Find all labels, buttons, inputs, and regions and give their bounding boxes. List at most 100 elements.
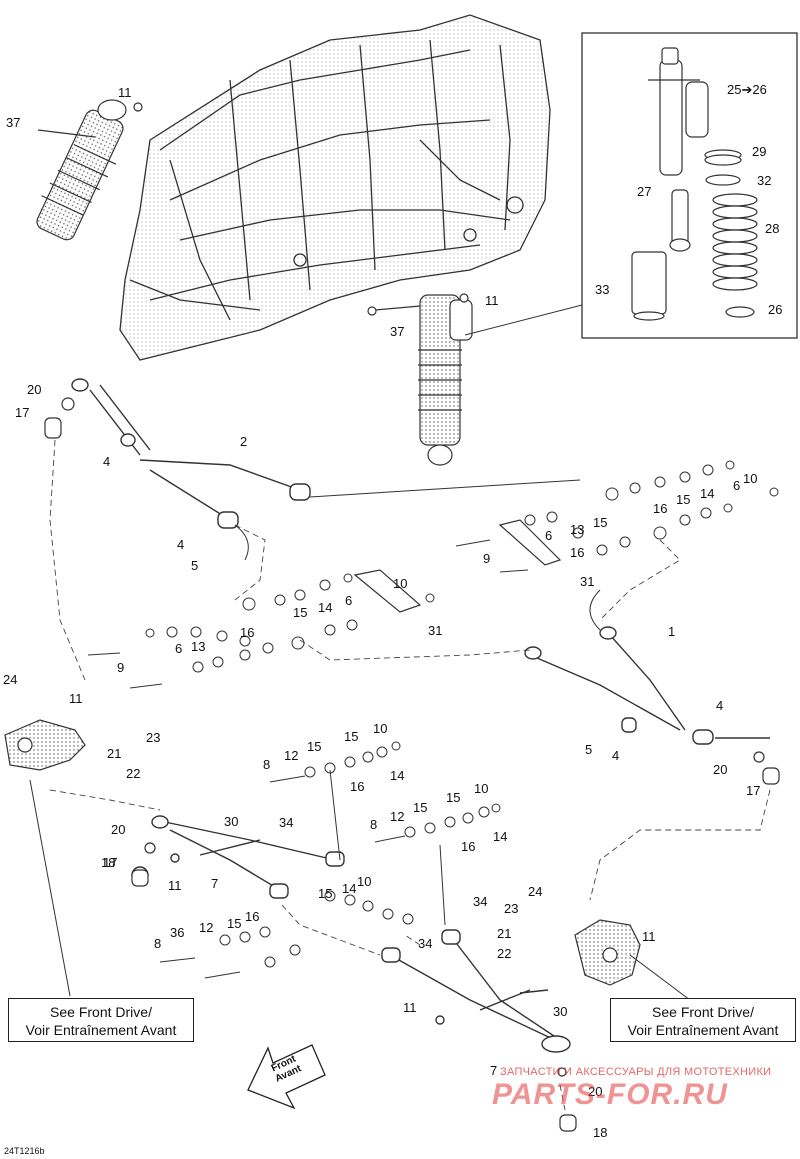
callout-20: 20	[27, 382, 41, 397]
callout-11-5: 11	[642, 929, 656, 944]
callout-4-3: 4	[716, 698, 723, 713]
callout-6-3: 6	[345, 593, 352, 608]
note-line-1: See Front Drive/	[50, 1004, 152, 1020]
watermark-brand: PARTS-FOR.RU	[492, 1078, 728, 1111]
callout-36: 36	[170, 925, 184, 940]
callout-15-6: 15	[413, 800, 427, 815]
steering-knuckle-left	[4, 719, 86, 771]
callout-6: 6	[733, 478, 740, 493]
callout-11-2: 11	[485, 293, 499, 308]
upper-a-arm-left	[71, 378, 311, 529]
callout-20-2: 20	[713, 762, 727, 777]
steering-knuckle-right	[574, 919, 641, 986]
callout-12-2: 12	[390, 809, 404, 824]
callout-32: 32	[757, 173, 771, 188]
hardware-lower-chains	[159, 741, 501, 979]
callout-15-3: 15	[293, 605, 307, 620]
callout-7: 7	[211, 876, 218, 891]
callout-13-2: 13	[191, 639, 205, 654]
callout-21-2: 21	[497, 926, 511, 941]
inset-callout-25-26: 25➔26	[727, 82, 767, 97]
callout-22: 22	[126, 766, 140, 781]
callout-5-2: 5	[585, 742, 592, 757]
callout-29: 29	[752, 144, 766, 159]
callout-16: 16	[653, 501, 667, 516]
pivot-brackets	[353, 519, 562, 613]
callout-11-3: 11	[69, 691, 83, 706]
callout-18-2: 18	[593, 1125, 607, 1140]
callout-16-4: 16	[350, 779, 364, 794]
callout-4: 4	[103, 454, 110, 469]
callout-14-2: 14	[318, 600, 332, 615]
callout-23-2: 23	[504, 901, 518, 916]
upper-a-arm-right	[524, 626, 770, 745]
callout-31-2: 31	[428, 623, 442, 638]
callout-11: 11	[118, 85, 132, 100]
front-direction-arrow	[247, 1044, 326, 1110]
callout-34: 34	[279, 815, 293, 830]
callout-5: 5	[191, 558, 198, 573]
callout-9: 9	[483, 551, 490, 566]
shock-exploded-inset	[581, 32, 798, 339]
callout-16-5: 16	[461, 839, 475, 854]
callout-12: 12	[284, 748, 298, 763]
note-line-1: See Front Drive/	[652, 1004, 754, 1020]
callout-33: 33	[595, 282, 609, 297]
callout-21: 21	[107, 746, 121, 761]
callout-26: 26	[768, 302, 782, 317]
arrow-lines	[29, 479, 691, 1001]
callout-14-5: 14	[342, 881, 356, 896]
callout-10: 10	[743, 471, 757, 486]
callout-14-3: 14	[390, 768, 404, 783]
callout-24: 24	[3, 672, 17, 687]
callout-2: 2	[240, 434, 247, 449]
callout-6-4: 6	[175, 641, 182, 656]
callout-6-2: 6	[545, 528, 552, 543]
callout-1: 1	[668, 624, 675, 639]
callout-10-4: 10	[474, 781, 488, 796]
callout-labels: 1244445566667788899101010101011111111111…	[3, 85, 782, 1140]
callout-11-4: 11	[168, 878, 182, 893]
callout-4-4: 4	[612, 748, 619, 763]
callout-15-9: 15	[227, 916, 241, 931]
callout-10-5: 10	[357, 874, 371, 889]
callout-20-3: 20	[111, 822, 125, 837]
watermark-tagline: ЗАПЧАСТИ И АКСЕССУАРЫ ДЛЯ МОТОТЕХНИКИ	[500, 1066, 772, 1078]
callout-18: 18	[101, 855, 115, 870]
callout-37-2: 37	[390, 324, 404, 339]
callout-16-6: 16	[245, 909, 259, 924]
dashed-guide-lines	[49, 439, 771, 1111]
see-front-drive-note-right: See Front Drive/ Voir Entraînement Avant	[610, 998, 796, 1042]
callout-17-3: 17	[103, 855, 117, 870]
callout-37: 37	[6, 115, 20, 130]
callout-20-4: 20	[588, 1084, 602, 1099]
callout-15-8: 15	[318, 886, 332, 901]
callout-13: 13	[570, 522, 584, 537]
callout-28: 28	[765, 221, 779, 236]
callout-10-3: 10	[373, 721, 387, 736]
callout-30-2: 30	[553, 1004, 567, 1019]
callout-12-3: 12	[199, 920, 213, 935]
ball-joints	[44, 397, 780, 1132]
callout-15: 15	[676, 492, 690, 507]
callout-14: 14	[700, 486, 714, 501]
frame-drawing	[119, 14, 551, 361]
callout-30: 30	[224, 814, 238, 829]
callout-15-7: 15	[446, 790, 460, 805]
callout-14-4: 14	[493, 829, 507, 844]
callout-31: 31	[580, 574, 594, 589]
callout-23: 23	[146, 730, 160, 745]
callout-34-2: 34	[473, 894, 487, 909]
callout-15-5: 15	[344, 729, 358, 744]
callout-17-2: 17	[746, 783, 760, 798]
hardware-upper-left-chain	[87, 573, 435, 689]
left-shock-absorber	[36, 99, 143, 241]
callout-7-2: 7	[490, 1063, 497, 1078]
callout-8: 8	[263, 757, 270, 772]
callout-34-3: 34	[418, 936, 432, 951]
callout-10-2: 10	[393, 576, 407, 591]
callout-16-2: 16	[570, 545, 584, 560]
callout-15-4: 15	[307, 739, 321, 754]
